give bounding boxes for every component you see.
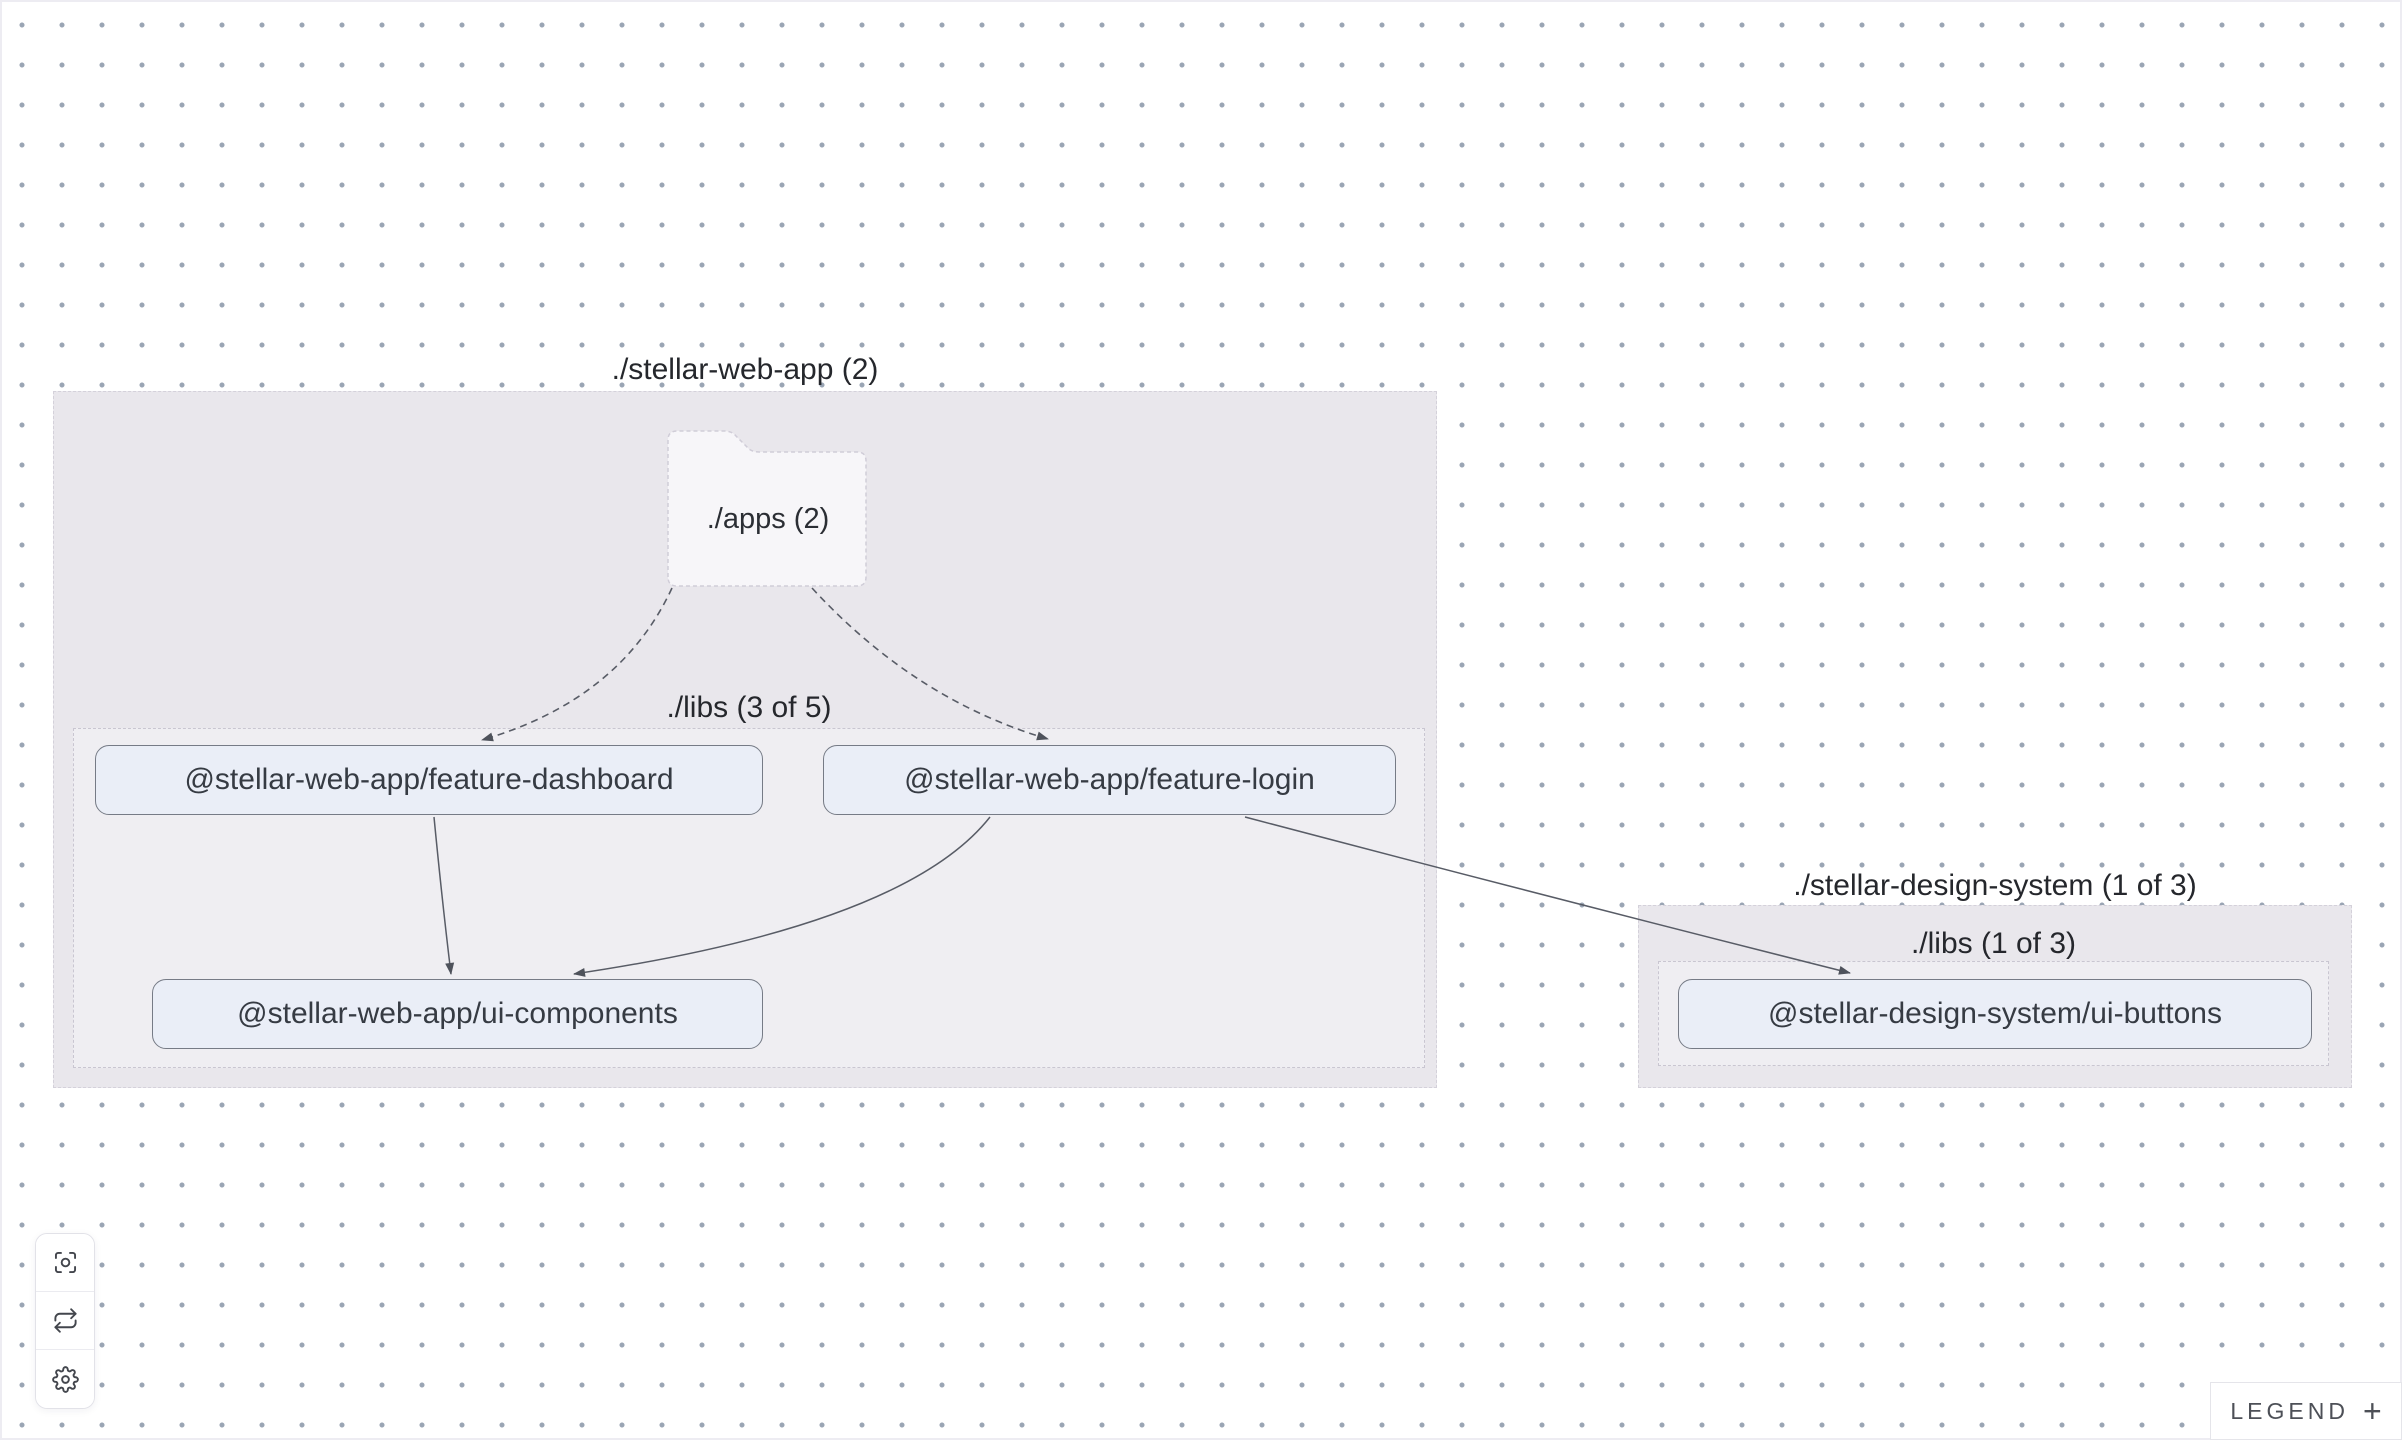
node-ui-components[interactable]: @stellar-web-app/ui-components (152, 979, 763, 1049)
legend-label: LEGEND (2230, 1397, 2349, 1424)
settings-button[interactable] (36, 1350, 94, 1408)
folder-apps[interactable]: ./apps (2) (706, 502, 830, 535)
group-stellar-web-app-label: ./stellar-web-app (2) (611, 353, 879, 386)
group-web-app-libs-label: ./libs (3 of 5) (666, 691, 832, 724)
refresh-icon (53, 1308, 77, 1333)
node-ui-buttons[interactable]: @stellar-design-system/ui-buttons (1678, 979, 2312, 1049)
refresh-button[interactable] (36, 1292, 94, 1350)
node-feature-dashboard[interactable]: @stellar-web-app/feature-dashboard (95, 745, 763, 815)
plus-icon: + (2362, 1393, 2382, 1429)
group-design-system-libs-label: ./libs (1 of 3) (1910, 927, 2077, 960)
folder-apps-shape (667, 430, 867, 587)
legend-toggle[interactable]: LEGEND + (2210, 1382, 2402, 1440)
group-stellar-design-system-label: ./stellar-design-system (1 of 3) (1793, 869, 2197, 902)
node-feature-login[interactable]: @stellar-web-app/feature-login (823, 745, 1396, 815)
graph-toolbar (35, 1233, 95, 1409)
gear-icon (51, 1365, 79, 1393)
focus-button[interactable] (36, 1234, 94, 1292)
focus-icon (54, 1251, 76, 1274)
